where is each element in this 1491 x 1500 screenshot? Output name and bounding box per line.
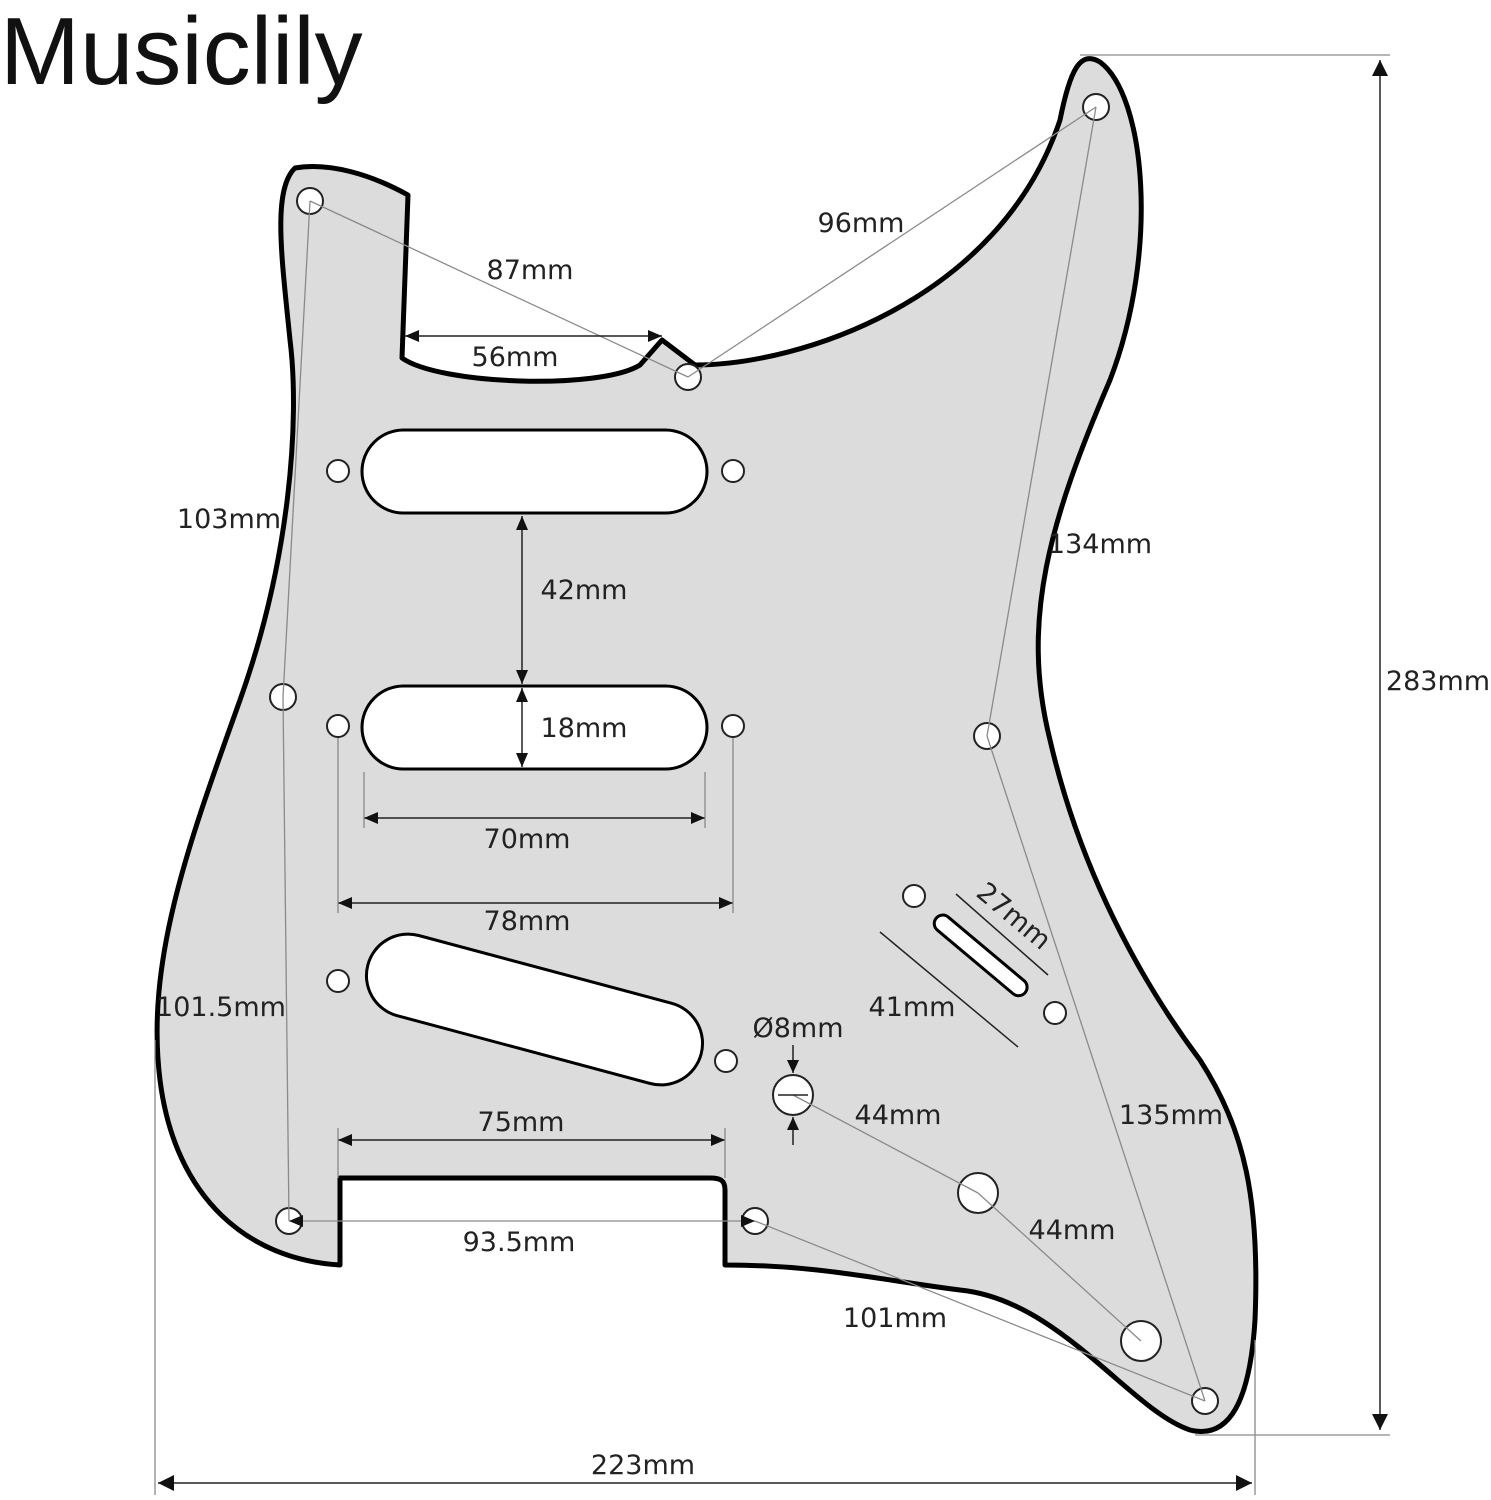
label-78mm: 78mm bbox=[484, 906, 571, 937]
line-44mm-b bbox=[977, 1192, 1142, 1342]
label-41mm: 41mm bbox=[869, 992, 956, 1023]
middle-pickup-cutout bbox=[360, 684, 709, 771]
label-93-5mm: 93.5mm bbox=[463, 1227, 576, 1258]
neck-pickup-cutout bbox=[360, 428, 709, 515]
bridge-pickup-screw-right bbox=[714, 1049, 738, 1073]
label-134mm: 134mm bbox=[1048, 529, 1152, 560]
line-96mm bbox=[687, 106, 1097, 378]
label-18mm: 18mm bbox=[541, 713, 628, 744]
label-103mm: 103mm bbox=[177, 504, 281, 535]
label-44mm-b: 44mm bbox=[1029, 1215, 1116, 1246]
line-134mm bbox=[986, 106, 1097, 737]
switch-slot bbox=[932, 913, 1029, 998]
arrowheads bbox=[158, 60, 1388, 1491]
label-101-5mm: 101.5mm bbox=[156, 992, 286, 1023]
label-223mm: 223mm bbox=[591, 1450, 695, 1481]
switch-screw-top bbox=[902, 884, 926, 908]
bridge-pickup-cutout bbox=[364, 932, 705, 1087]
neck-pickup-screw-left bbox=[326, 459, 350, 483]
bridge-pickup-screw-left bbox=[326, 969, 350, 993]
label-75mm: 75mm bbox=[478, 1107, 565, 1138]
line-27mm bbox=[955, 893, 1049, 976]
label-70mm: 70mm bbox=[484, 824, 571, 855]
line-103mm bbox=[282, 200, 311, 698]
label-283mm: 283mm bbox=[1386, 666, 1490, 697]
label-8mm: Ø8mm bbox=[752, 1013, 843, 1044]
label-87mm: 87mm bbox=[487, 255, 574, 286]
line-101-5mm bbox=[282, 696, 290, 1222]
label-56mm: 56mm bbox=[472, 342, 559, 373]
label-42mm: 42mm bbox=[541, 575, 628, 606]
pickguard-outline bbox=[154, 56, 1259, 1434]
label-44mm-a: 44mm bbox=[855, 1100, 942, 1131]
middle-pickup-screw-left bbox=[326, 714, 350, 738]
brand-logo: Musiclily bbox=[0, 0, 363, 105]
middle-pickup-screw-right bbox=[721, 714, 745, 738]
label-101mm: 101mm bbox=[843, 1303, 947, 1334]
line-87mm bbox=[309, 200, 689, 378]
line-135mm bbox=[986, 735, 1206, 1402]
label-135mm: 135mm bbox=[1119, 1100, 1223, 1131]
switch-screw-bottom bbox=[1043, 1001, 1067, 1025]
line-41mm bbox=[879, 931, 1019, 1048]
label-96mm: 96mm bbox=[818, 208, 905, 239]
neck-pickup-screw-right bbox=[721, 459, 745, 483]
line-44mm-a bbox=[792, 1094, 979, 1194]
line-101mm bbox=[754, 1220, 1206, 1402]
